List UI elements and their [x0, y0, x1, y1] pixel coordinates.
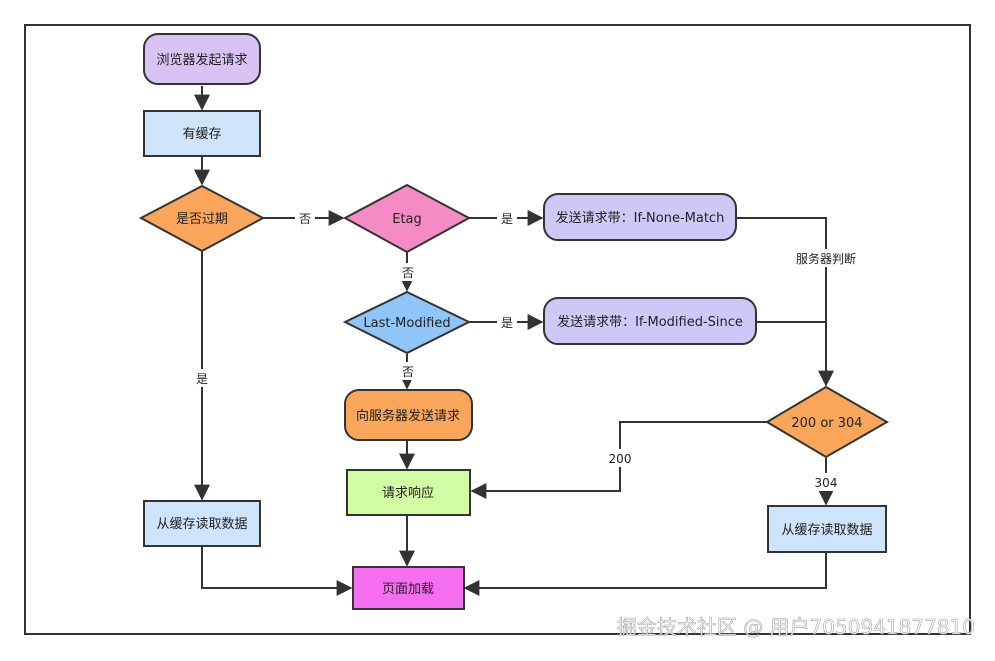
- edge-readcache-right-to-pageload: [463, 552, 827, 596]
- label-no-etag: 否: [402, 266, 414, 280]
- node-etag: Etag: [342, 183, 472, 254]
- diagram-frame: [24, 24, 971, 635]
- label-no-lm: 否: [402, 365, 414, 379]
- nodes: 浏览器发起请求 有缓存 是否过期 Etag 发送请求带：If-None-Matc…: [138, 33, 890, 610]
- edge-readcache-to-pageload: [201, 546, 353, 596]
- label-server-judge: 服务器判断: [796, 251, 856, 266]
- label-code-200: 200: [609, 452, 632, 466]
- node-page-load: 页面加载: [352, 566, 465, 610]
- node-page-load-text: 页面加载: [382, 582, 434, 597]
- node-response-text: 请求响应: [382, 485, 434, 501]
- node-request-server-text: 向服务器发送请求: [356, 408, 460, 424]
- node-last-modified: Last-Modified: [342, 290, 472, 355]
- node-has-cache: 有缓存: [143, 110, 261, 157]
- node-has-cache-text: 有缓存: [182, 127, 221, 142]
- node-status-check-text: 200 or 304: [791, 416, 862, 431]
- label-no-expired: 否: [299, 212, 311, 226]
- label-code-304: 304: [815, 476, 838, 490]
- label-yes-lm: 是: [501, 316, 513, 330]
- node-expired-text: 是否过期: [176, 212, 228, 227]
- node-request-server: 向服务器发送请求: [344, 389, 473, 441]
- node-send-ims: 发送请求带：If-Modified-Since: [543, 297, 757, 345]
- label-yes-expired: 是: [196, 372, 208, 386]
- node-last-modified-text: Last-Modified: [363, 316, 450, 331]
- node-start-text: 浏览器发起请求: [156, 52, 247, 68]
- edge-inm-to-check: [736, 217, 834, 387]
- label-yes-etag: 是: [501, 212, 513, 226]
- node-read-cache-right: 从缓存读取数据: [767, 505, 887, 553]
- node-send-inm-text: 发送请求带：If-None-Match: [556, 210, 725, 226]
- watermark-text: 掘金技术社区 @ 用户7050941877810: [617, 615, 975, 639]
- node-read-cache-left-text: 从缓存读取数据: [156, 517, 247, 532]
- node-read-cache-right-text: 从缓存读取数据: [781, 523, 872, 538]
- node-send-ims-text: 发送请求带：If-Modified-Since: [557, 314, 743, 330]
- node-expired: 是否过期: [138, 184, 266, 253]
- node-read-cache-left: 从缓存读取数据: [143, 500, 261, 547]
- node-start: 浏览器发起请求: [143, 33, 261, 85]
- node-status-check: 200 or 304: [765, 385, 890, 459]
- edge-labels: 否 是 否 是 否 是 服务器判断 200 304: [192, 209, 860, 491]
- node-etag-text: Etag: [392, 212, 422, 227]
- node-response: 请求响应: [346, 469, 471, 516]
- node-send-inm: 发送请求带：If-None-Match: [543, 193, 737, 241]
